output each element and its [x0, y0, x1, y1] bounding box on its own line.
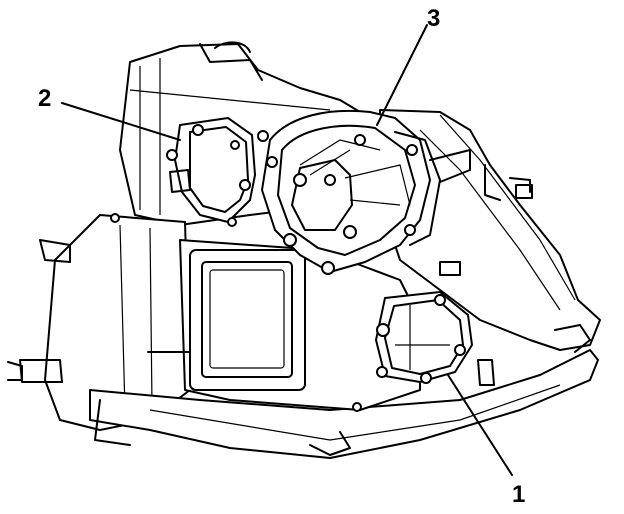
callout-leader-1 — [447, 374, 513, 476]
actuator-lower-right — [375, 291, 495, 386]
actuator-upper-left — [166, 117, 269, 227]
callout-label-2: 2 — [38, 85, 51, 112]
callout-leader-2 — [61, 102, 181, 141]
callout-label-3: 3 — [427, 5, 440, 32]
filter-access-door — [147, 249, 306, 391]
blower-motor-assembly — [261, 109, 471, 275]
callout-label-1: 1 — [512, 481, 525, 508]
callout-leaders — [61, 24, 513, 476]
callout-leader-3 — [376, 24, 428, 126]
misc-connectors — [110, 184, 591, 412]
